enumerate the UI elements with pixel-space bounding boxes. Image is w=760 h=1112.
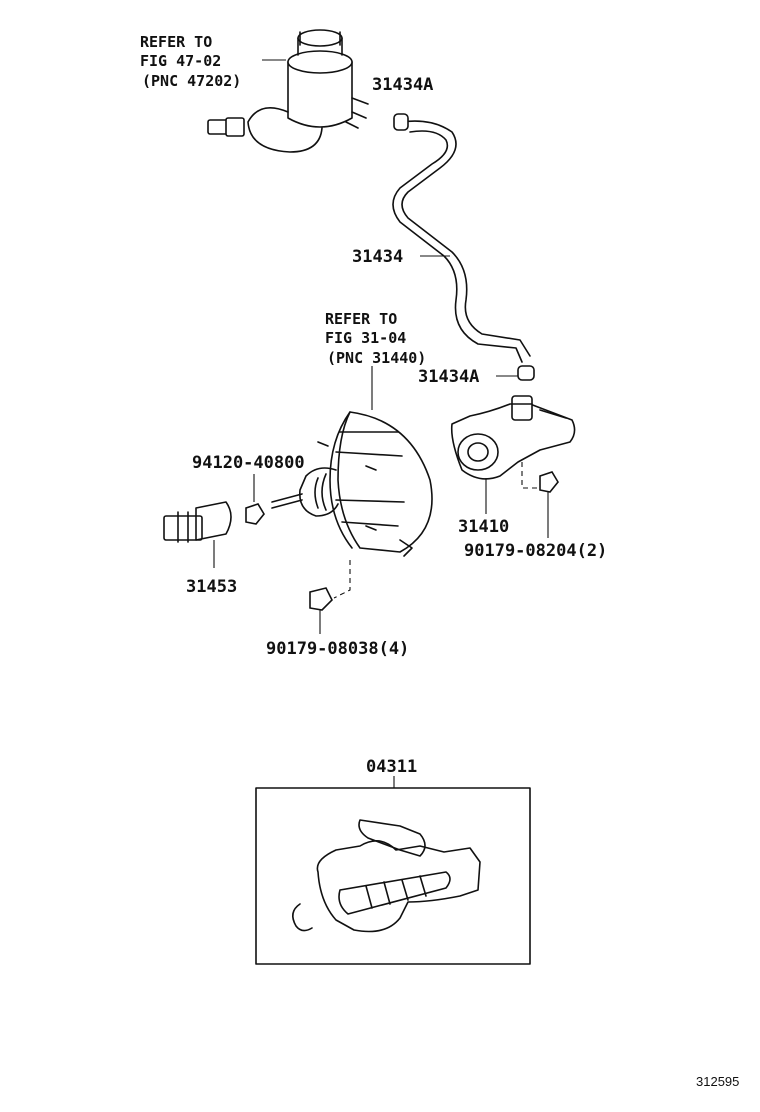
repair-kit-parts [292,819,481,933]
ref-booster-line3: (PNC 31440) [327,349,426,367]
label-repair-kit: 04311 [366,757,417,777]
nut-mc [539,471,559,493]
ref-booster-line2: FIG 31-04 [325,329,406,347]
master-cylinder [450,395,576,480]
label-clamp-top: 31434A [372,75,433,95]
reservoir-tank [207,29,369,153]
diagram-id: 312595 [696,1074,739,1089]
label-hose: 31434 [352,247,403,267]
nut-small [245,503,265,525]
clamp-bottom [517,365,535,381]
label-master-cylinder: 31410 [458,517,509,537]
ref-booster-line1: REFER TO [325,310,397,328]
label-clamp-bottom: 31434A [418,367,479,387]
dash-booster-nut [333,560,351,599]
hose-31434 [392,120,531,363]
clamp-top [393,113,409,131]
ref-reservoir-line2: FIG 47-02 [140,52,221,70]
ref-reservoir-line1: REFER TO [140,33,212,51]
dash-mc-nut [521,462,542,489]
label-nut-mc: 90179-08204(2) [464,541,607,561]
label-nut-booster: 90179-08038(4) [266,639,409,659]
label-switch: 31453 [186,577,237,597]
nut-booster [309,587,333,611]
ref-reservoir-line3: (PNC 47202) [142,72,241,90]
repair-kit-box [255,787,531,965]
switch-31453 [163,501,232,543]
label-nut-small: 94120-40800 [192,453,305,473]
brake-booster [271,411,433,557]
